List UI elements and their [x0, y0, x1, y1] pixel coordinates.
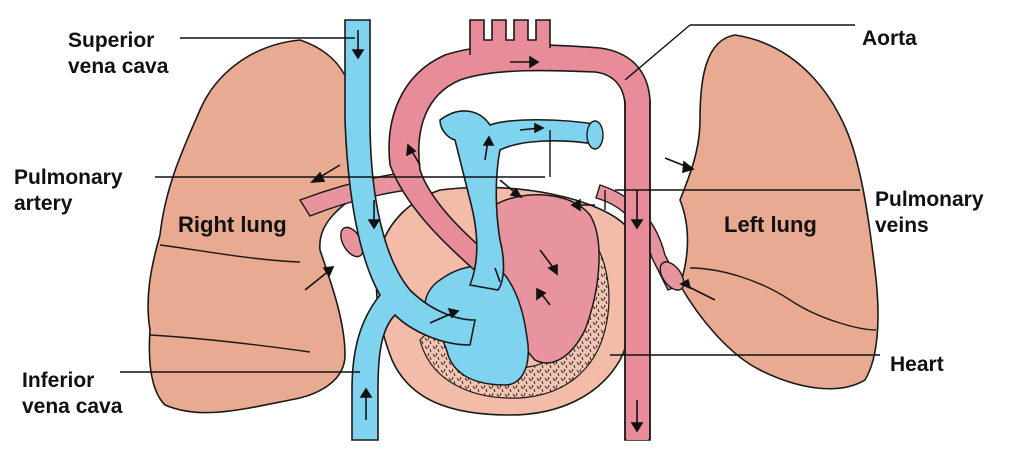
label-aorta: Aorta	[862, 27, 917, 50]
label-inferior-vena-cava: Inferior vena cava	[22, 369, 123, 418]
label-heart: Heart	[890, 353, 944, 376]
vena-cava	[344, 19, 476, 441]
label-superior-vena-cava: Superior vena cava	[68, 29, 169, 78]
flow-arrows	[304, 30, 716, 433]
label-pulmonary-veins: Pulmonary veins	[875, 188, 984, 237]
pulmonary-artery	[439, 110, 604, 291]
label-pulmonary-artery: Pulmonary artery	[14, 166, 123, 215]
left-lung	[679, 34, 879, 390]
label-left-lung: Left lung	[724, 212, 817, 237]
label-right-lung: Right lung	[178, 212, 287, 237]
leader-lines	[120, 24, 880, 373]
